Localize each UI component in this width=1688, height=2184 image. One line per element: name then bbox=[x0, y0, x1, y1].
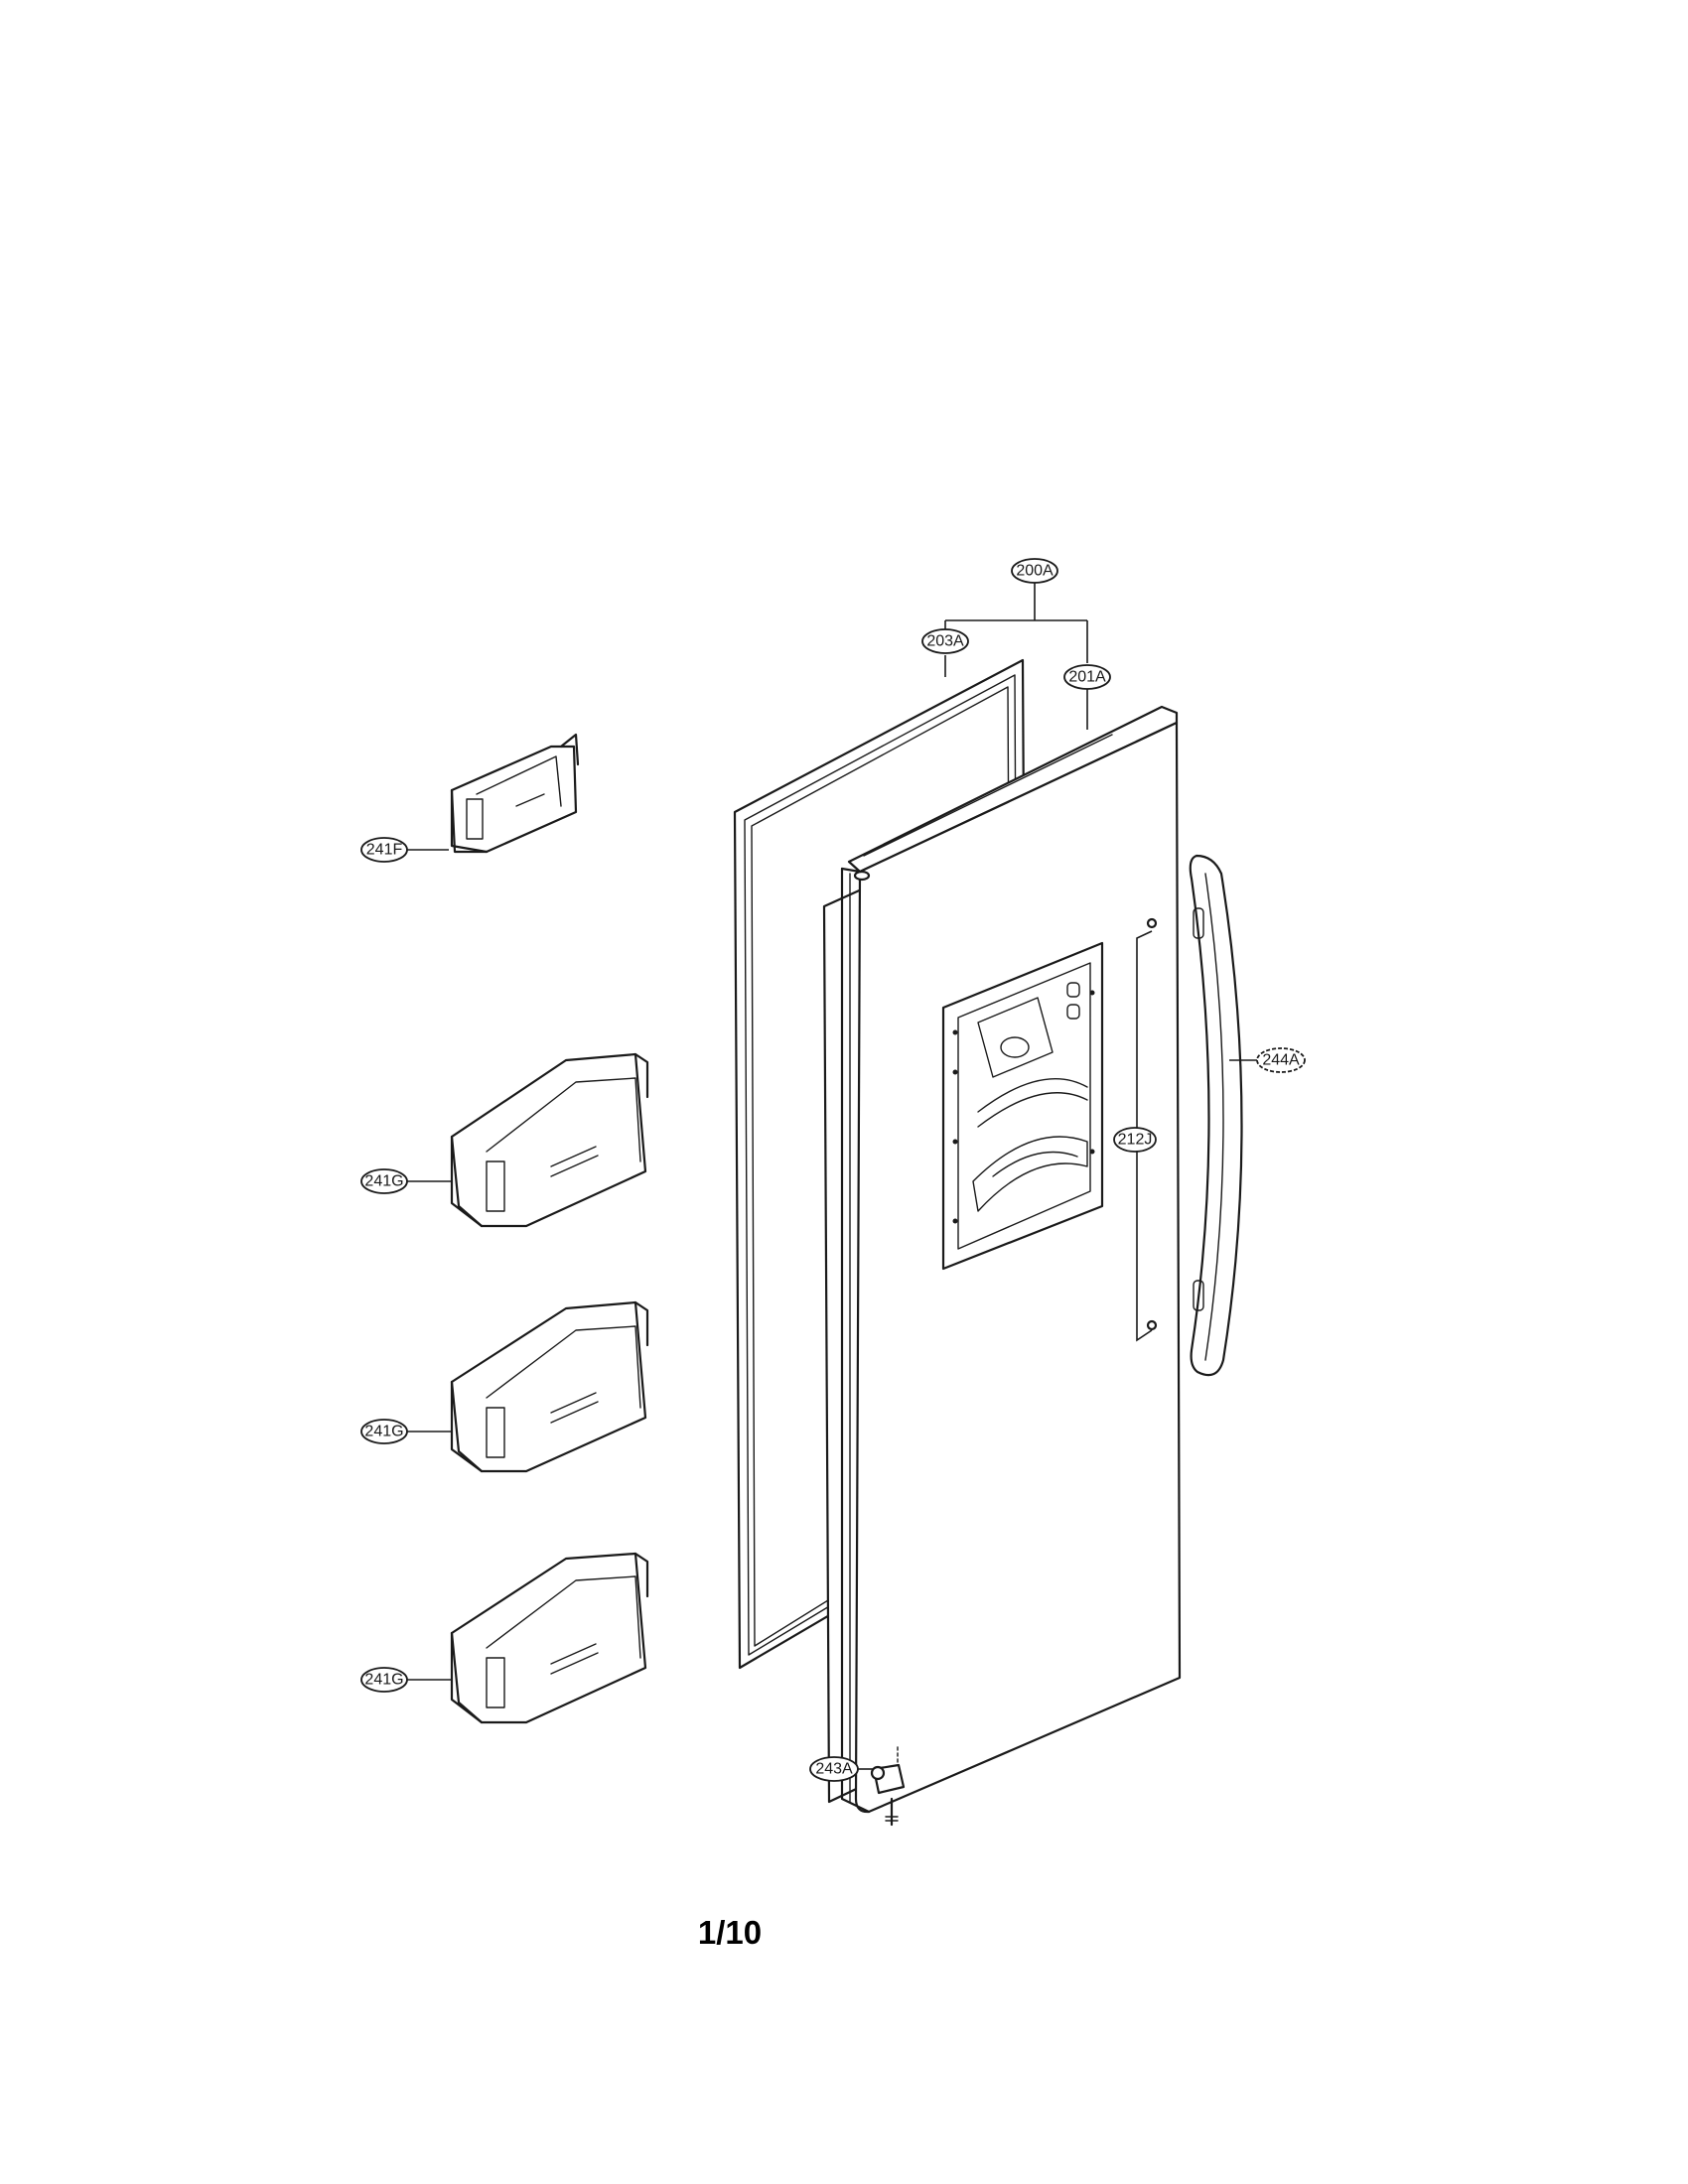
label-241G-2: 241G bbox=[360, 1419, 408, 1444]
label-244A: 244A bbox=[1256, 1047, 1306, 1073]
bottom-hinge bbox=[870, 1746, 906, 1827]
label-241F-text: 241F bbox=[366, 842, 403, 859]
leader-lines bbox=[407, 583, 1257, 1770]
label-212J: 212J bbox=[1113, 1127, 1157, 1153]
dispenser-recess bbox=[941, 941, 1104, 1271]
label-212J-text: 212J bbox=[1118, 1132, 1153, 1149]
label-203A: 203A bbox=[921, 628, 969, 654]
door-basket-3 bbox=[450, 1552, 649, 1724]
door-basket-2 bbox=[450, 1300, 649, 1473]
label-201A-text: 201A bbox=[1068, 669, 1106, 686]
small-door-basket bbox=[450, 733, 580, 854]
label-241F: 241F bbox=[360, 837, 408, 863]
label-241G-1-text: 241G bbox=[364, 1173, 403, 1190]
label-244A-text: 244A bbox=[1262, 1052, 1300, 1069]
label-241G-3-text: 241G bbox=[364, 1672, 403, 1689]
label-241G-3: 241G bbox=[360, 1667, 408, 1693]
page-number: 1/10 bbox=[698, 1914, 762, 1951]
door-basket-1 bbox=[450, 1052, 649, 1228]
door-panel bbox=[840, 705, 1182, 1814]
door-handle bbox=[1189, 854, 1243, 1377]
label-241G-1: 241G bbox=[360, 1168, 408, 1194]
label-243A: 243A bbox=[809, 1756, 859, 1782]
label-200A-text: 200A bbox=[1016, 563, 1054, 580]
label-203A-text: 203A bbox=[926, 633, 964, 650]
label-243A-text: 243A bbox=[815, 1761, 853, 1778]
label-241G-2-text: 241G bbox=[364, 1424, 403, 1440]
label-201A: 201A bbox=[1063, 664, 1111, 690]
label-200A: 200A bbox=[1011, 558, 1058, 584]
